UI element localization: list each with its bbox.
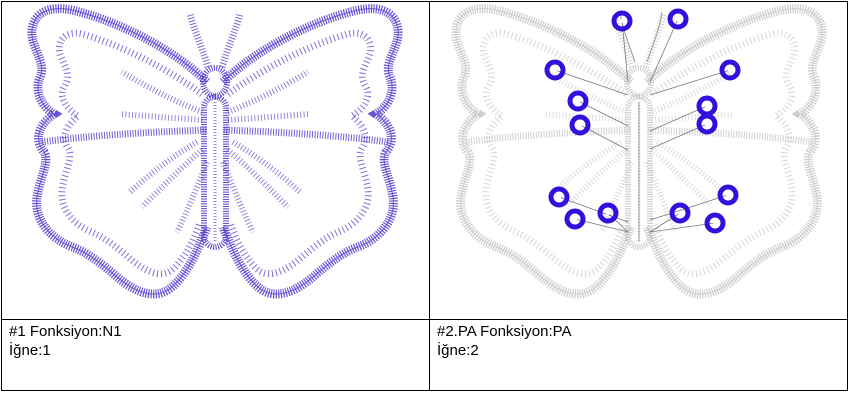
wing-vein [174,160,210,234]
pause-marker-center [705,104,709,108]
pause-marker-center [676,17,680,21]
antenna [642,13,668,69]
pause-marker-center [726,193,730,197]
needle-label: İğne:2 [437,342,479,359]
pause-marker-center [578,123,582,127]
pause-marker-icon [667,8,689,30]
pause-marker-center [620,19,624,23]
wing-vein [655,139,727,195]
needle-2-info: #2.PA Fonksiyon:PA İğne:2 [430,320,849,390]
body [625,94,653,250]
left-wings [451,4,636,299]
wing-outline [455,8,632,295]
wing-vein [226,69,310,115]
row-divider [2,319,847,320]
marker-connector [649,222,716,233]
column-divider [429,2,430,390]
marker-connector [554,69,629,96]
body [201,94,229,250]
pause-marker-center [576,99,580,103]
marker-connector [607,212,629,233]
pause-marker-icon [696,113,718,135]
pause-marker-center [606,211,610,215]
body-outline-dark [619,11,663,242]
wing-divider [41,126,208,146]
wing-vein [227,111,311,123]
wing-vein [120,69,204,115]
wing-outline [31,8,208,295]
right-wings [642,4,827,299]
pause-marker-center [713,221,717,225]
pause-marker-center [728,68,732,72]
pause-marker-icon [669,202,691,224]
function-label: #2.PA Fonksiyon:PA [437,323,572,340]
pause-marker-icon [719,59,741,81]
needle-1-preview [2,2,429,319]
pause-marker-center [705,122,709,126]
butterfly-stitch-image [27,4,403,299]
wing-vein [651,111,735,123]
pause-marker-center [573,217,577,221]
function-table: #1 Fonksiyon:N1 İğne:1 #2.PA Fonksiyon:P… [1,1,848,391]
pause-marker-icon [717,184,739,206]
pause-marker-center [553,68,557,72]
antenna [186,13,212,69]
wing-outline [222,8,399,295]
needle-2-preview [430,2,849,319]
pause-marker-icon [597,202,619,224]
wing-divider [646,126,813,146]
marker-connector [649,194,729,221]
pause-markers [544,8,741,234]
head [624,65,654,99]
function-label: #1 Fonksiyon:N1 [9,323,122,340]
butterfly-pause-markers-image [451,4,827,299]
wing-vein [644,160,680,234]
pause-marker-icon [544,59,566,81]
pause-marker-icon [704,212,726,234]
wing-outline [646,8,823,295]
left-wings [27,4,212,299]
wing-vein [551,139,623,195]
marker-connector [649,18,679,83]
butterfly [27,4,403,299]
needle-label: İğne:1 [9,342,51,359]
antenna [218,13,244,69]
wing-vein [231,139,303,195]
wing-vein [650,69,734,115]
marker-connector [649,69,731,96]
pause-marker-icon [564,208,586,230]
pause-marker-icon [569,114,591,136]
wing-divider [222,126,389,146]
pause-marker-icon [567,90,589,112]
head [200,65,230,99]
wing-vein [220,160,256,234]
pause-marker-icon [548,186,570,208]
pause-marker-icon [611,10,633,32]
needle-1-info: #1 Fonksiyon:N1 İğne:1 [2,320,429,390]
right-wings [218,4,403,299]
pause-marker-center [678,211,682,215]
wing-vein [119,111,203,123]
pause-marker-center [557,195,561,199]
wing-vein [127,139,199,195]
wing-divider [465,126,632,146]
